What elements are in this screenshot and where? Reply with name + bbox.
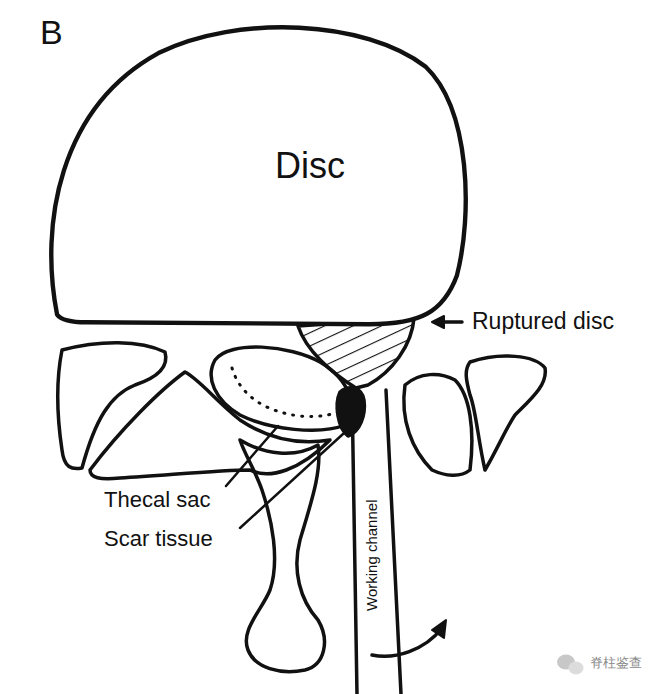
panel-letter: B bbox=[40, 14, 63, 51]
part-label: Working channel bbox=[365, 499, 382, 610]
spinous-process bbox=[240, 440, 324, 672]
pointer-arrowhead bbox=[432, 316, 444, 328]
disc-outline: Disc bbox=[38, 16, 474, 332]
part-label: Thecal sac bbox=[104, 488, 210, 512]
rotation-arrowhead bbox=[432, 620, 446, 638]
thecal-sac-dots bbox=[232, 368, 345, 417]
right-transverse-process bbox=[466, 356, 545, 470]
watermark: 脊柱鉴查 bbox=[590, 656, 642, 670]
leader-line bbox=[226, 426, 278, 486]
working-channel-wall bbox=[386, 390, 401, 694]
working-channel-wall bbox=[352, 390, 357, 694]
left-facet bbox=[90, 372, 330, 479]
left-transverse-process bbox=[58, 343, 166, 469]
right-facet bbox=[404, 375, 472, 476]
part-label: Ruptured disc bbox=[472, 309, 614, 334]
thecal-sac bbox=[211, 347, 352, 430]
ruptured-disc-fragment bbox=[298, 318, 414, 388]
disc-shape bbox=[38, 16, 474, 332]
part-label: Scar tissue bbox=[104, 527, 213, 551]
leader-line bbox=[240, 434, 343, 528]
rotation-arrow bbox=[372, 628, 442, 656]
disc-label: Disc bbox=[275, 145, 345, 187]
watermark-icon bbox=[557, 655, 584, 675]
